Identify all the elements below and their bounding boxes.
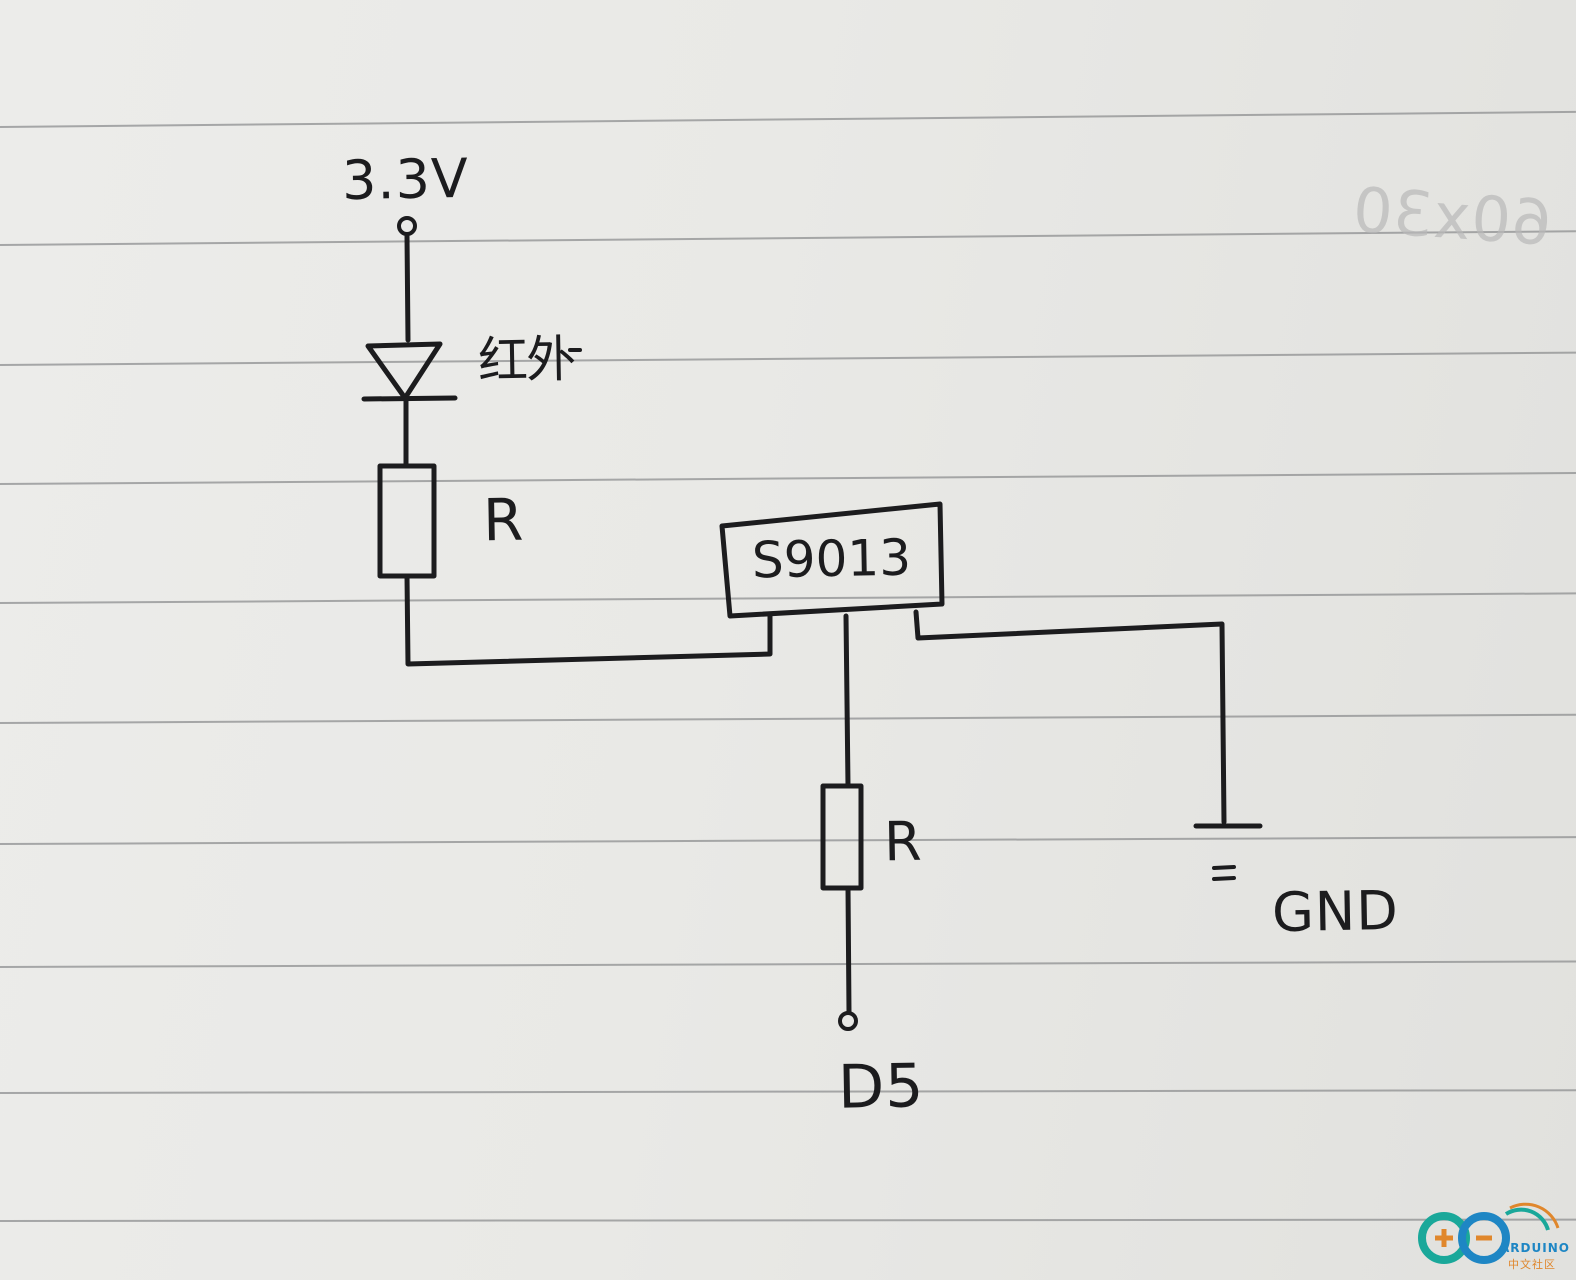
resistor-top [377,463,437,579]
arduino-logo [1418,1202,1560,1264]
ir-emitter-label: 红外 [477,330,575,390]
output-pin-label: D5 [837,1051,925,1123]
ground-symbol-mark [1212,865,1236,881]
ground-label: GND [1271,878,1400,945]
supply-terminal [397,216,417,236]
resistor-bottom-label: R [883,809,924,874]
resistor-bottom [820,783,864,891]
supply-voltage-label: 3.3V [341,146,470,213]
bleedthrough-text: 60x30 [1349,173,1554,260]
output-terminal [838,1011,858,1031]
supply-wire [404,233,411,343]
collector-wire [404,573,773,667]
ir-led-symbol [365,341,443,401]
watermark-name: ARDUINO [1500,1241,1570,1255]
transistor-label: S9013 [751,528,912,590]
watermark-subtitle: 中文社区 [1508,1258,1556,1271]
ir-led-bar [361,395,458,402]
output-wire [845,885,852,1015]
resistor-top-label: R [482,485,525,555]
emitter-wire [913,609,1227,825]
base-wire [843,613,851,789]
transistor-s9013 [719,501,945,619]
